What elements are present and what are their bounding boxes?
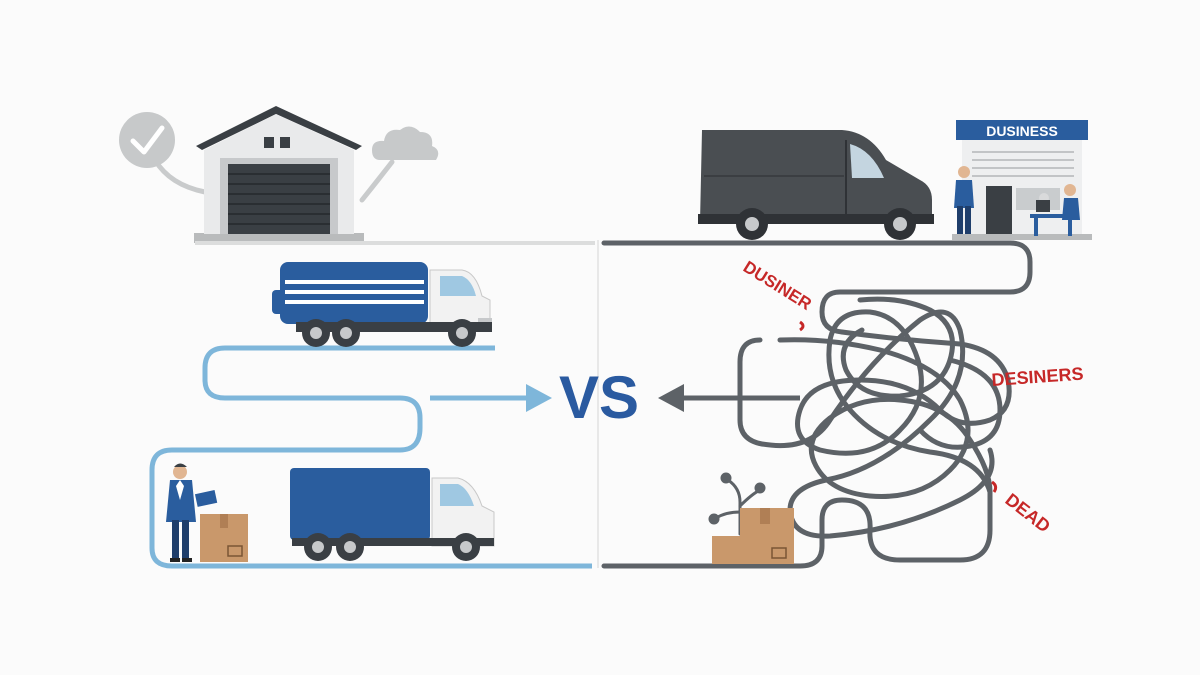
cargo-van	[698, 130, 934, 240]
stacked-boxes	[712, 508, 794, 564]
storefront-sign: DUSINESS	[986, 123, 1058, 139]
tangled-route	[601, 240, 1033, 569]
smooth-arrow	[430, 384, 552, 412]
smooth-logistics-side	[119, 106, 595, 569]
tangle-label-bottom-marker	[991, 480, 998, 493]
businessman-with-laptop	[166, 463, 218, 562]
tangle-label-top-marker	[799, 320, 805, 332]
tangle-label-bottom: DEAD	[1002, 489, 1055, 536]
cardboard-box	[200, 514, 248, 562]
tangle-label-top: DUSINER	[740, 257, 815, 314]
semi-truck	[272, 262, 492, 347]
dead-plant-icon	[708, 472, 766, 536]
box-truck	[290, 468, 495, 561]
cloud-icon	[359, 126, 439, 203]
warehouse	[194, 106, 364, 243]
warehouse-door-slats	[228, 173, 330, 225]
smooth-route-line	[149, 345, 592, 569]
tangled-arrow	[658, 384, 800, 412]
tangled-logistics-side: DUSINESS	[601, 120, 1092, 569]
checkmark-circle-icon	[119, 112, 208, 195]
vs-label: VS	[559, 364, 639, 431]
business-storefront: DUSINESS	[952, 120, 1092, 240]
